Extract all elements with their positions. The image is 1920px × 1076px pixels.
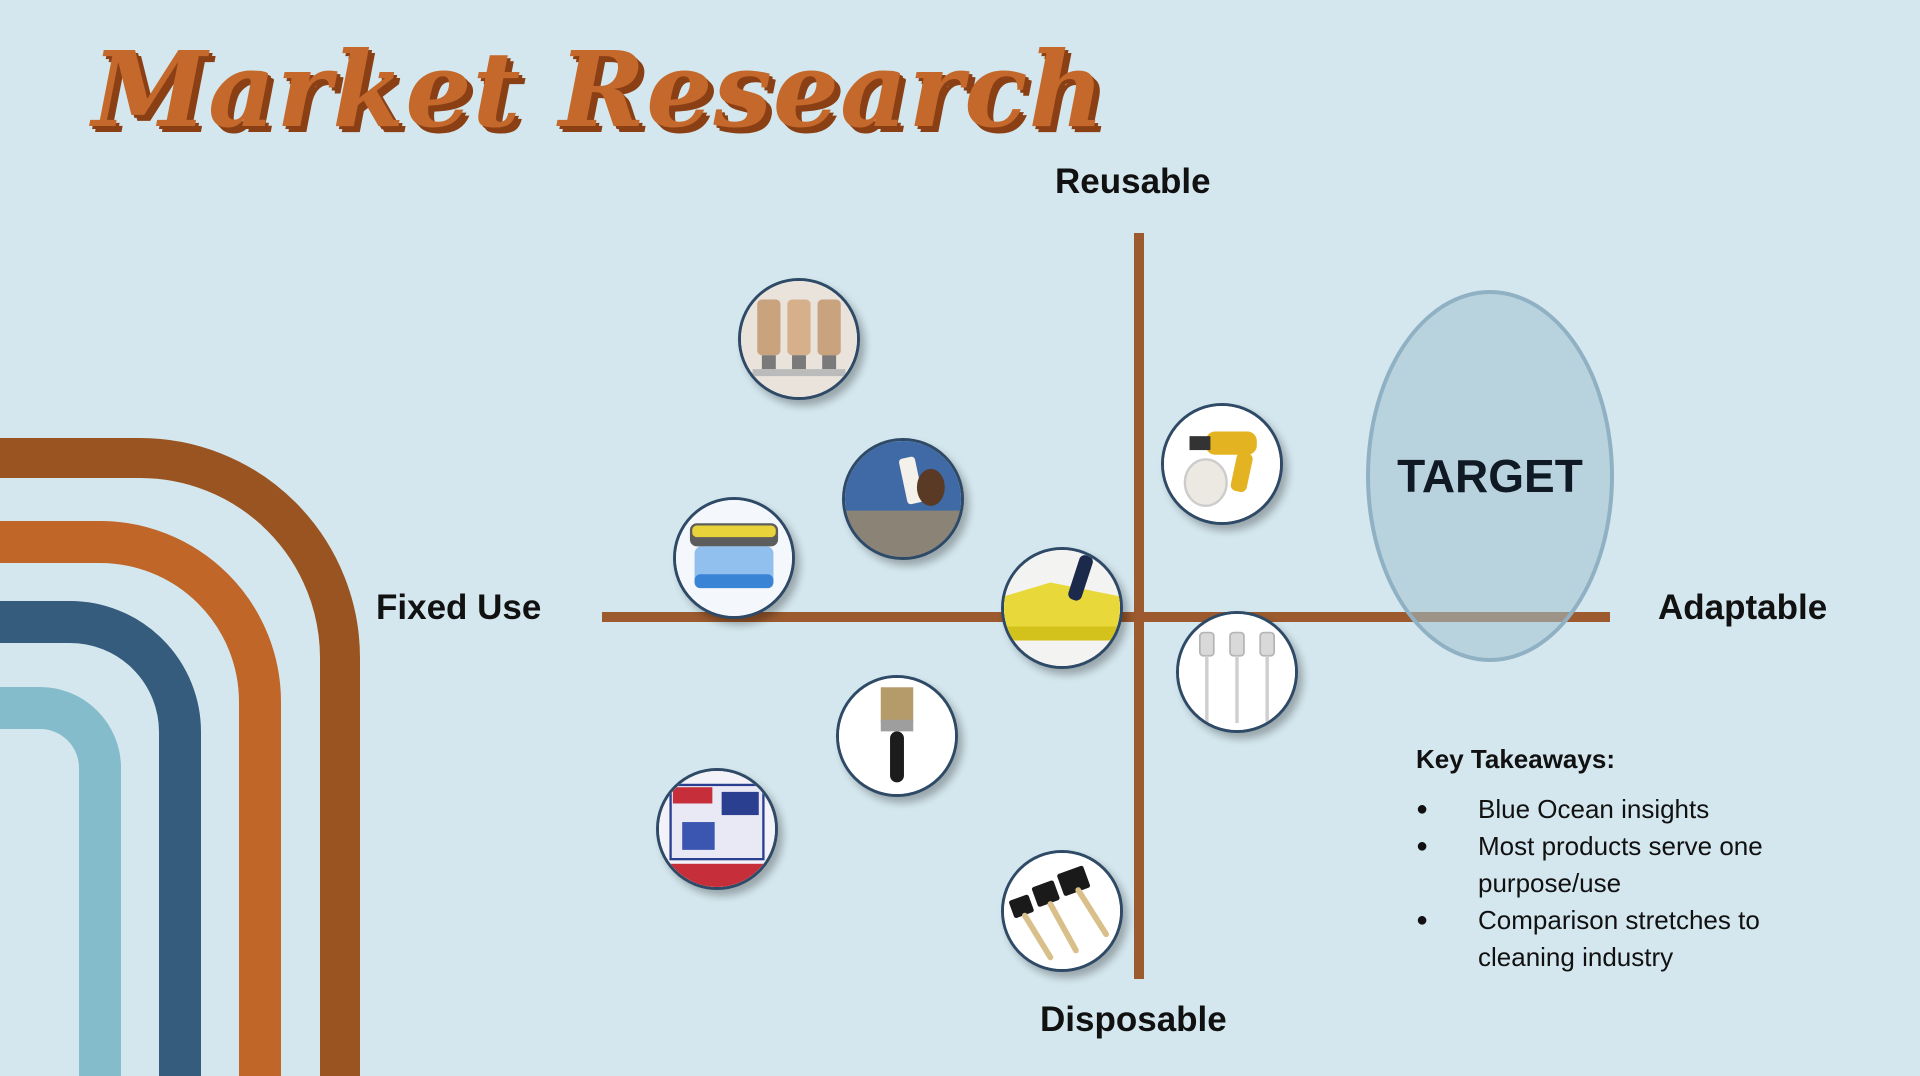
- axis-label-left: Fixed Use: [376, 588, 542, 627]
- axis-label-top: Reusable: [1055, 162, 1211, 201]
- vertical-axis: [1134, 233, 1144, 979]
- wiping-cloths-icon: [656, 768, 778, 890]
- page-title: Market Research: [92, 28, 1106, 151]
- pump-bottles-icon: [1176, 611, 1298, 733]
- list-item: Comparison stretches to cleaning industr…: [1416, 902, 1778, 976]
- list-item: Blue Ocean insights: [1416, 791, 1778, 828]
- soap-dispenser-triple-icon: [738, 278, 860, 400]
- target-zone: TARGET: [1366, 290, 1614, 662]
- list-item: Most products serve one purpose/use: [1416, 828, 1778, 902]
- target-label: TARGET: [1397, 450, 1583, 502]
- sponge-mop-icon: [1001, 547, 1123, 669]
- takeaways-list: Blue Ocean insights Most products serve …: [1416, 791, 1778, 976]
- key-takeaways: Key Takeaways: Blue Ocean insights Most …: [1416, 744, 1778, 976]
- takeaways-heading: Key Takeaways:: [1416, 744, 1615, 774]
- axis-label-bottom: Disposable: [1040, 1000, 1227, 1039]
- paintbrush-icon: [836, 675, 958, 797]
- decorative-arcs: [0, 438, 360, 1076]
- paint-sprayer-icon: [1161, 403, 1283, 525]
- axis-label-right: Adaptable: [1658, 588, 1828, 627]
- foam-brushes-icon: [1001, 850, 1123, 972]
- glue-bottle-icon: [842, 438, 964, 560]
- soap-pump-dispenser-icon: [673, 497, 795, 619]
